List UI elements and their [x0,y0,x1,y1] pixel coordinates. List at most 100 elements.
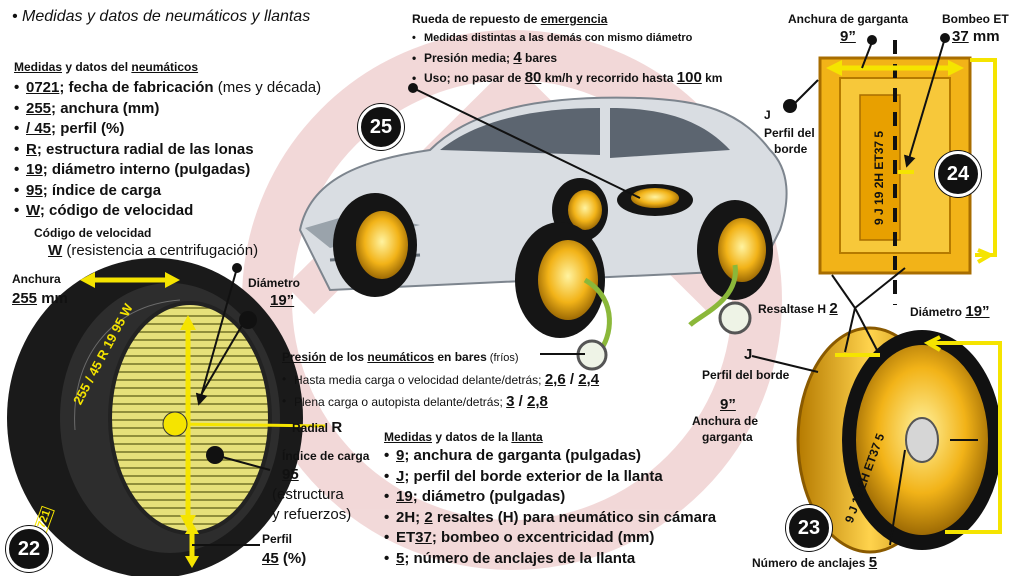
rim-data-text: ; número de anclajes de la llanta [404,549,636,567]
tire-data-item: 95; índice de carga [14,181,321,202]
rim-data-prefix: 2H; [396,508,425,526]
rim-hump-label: Resaltase H 2 [758,300,838,317]
tire-data-code: 255 [26,99,52,117]
rim-data-prefix: ET [396,529,416,546]
tire-data-text: ; anchura (mm) [51,99,160,117]
tire-profile-label: Perfil [262,532,293,546]
tire-data-item: R; estructura radial de las lonas [14,140,321,161]
rim-data-code: J [396,467,405,485]
rim-data-text: ; diámetro (pulgadas) [412,488,566,505]
spare-item-text: Medidas distintas a las demás con mismo … [424,32,693,44]
rim-bolts-label: Número de anclajes 5 [752,554,878,571]
tire-data-header: Medidas y datos del neumáticos [14,60,199,74]
spare-item-text: bares [521,51,558,65]
tire-data-note: (mes y década) [213,79,322,96]
page-title: • Medidas y datos de neumáticos y llanta… [12,8,311,25]
rim-side-j-label: J [744,346,753,363]
spare-item-text: km [701,71,723,85]
badge-25: 25 [358,104,404,150]
spare-item-value: 4 [513,49,522,66]
badge-23: 23 [786,505,832,551]
rim-data-item: 2H; 2 resaltes (H) para neumático sin cá… [384,508,716,529]
pressure-title: Presión de los neumáticos en bares (frío… [282,350,519,364]
tire-data-text: ; fecha de fabricación [59,79,214,96]
rim-top-j-desc-1: Perfil del [764,126,815,140]
tire-data-text: ; diámetro interno (pulgadas) [42,161,251,178]
spare-wheel [617,184,693,216]
rim-side-throat-label-2: garganta [702,430,753,444]
spare-item-text: Presión media; [424,51,514,65]
rim-top-j-label: J [764,108,771,122]
tire-load-desc-1: (estructura [272,486,344,503]
pressure-item: Hasta media carga o velocidad delante/de… [282,369,599,391]
car-wheel-front-left [333,193,417,297]
rim-data-code: 37 [415,529,432,546]
tire-data-item: 0721; fecha de fabricación (mes y década… [14,78,321,99]
tire-data-code: 95 [26,181,43,199]
tire-load-label: Índice de carga [282,449,370,463]
badge-24: 24 [935,151,981,197]
rim-data-code: 9 [396,447,405,464]
rim-data-text: resaltes (H) para neumático sin cámara [432,508,717,526]
spare-wheel-item: Medidas distintas a las demás con mismo … [412,28,722,48]
tire-data-code: W [26,202,40,219]
spare-item-value: 80 [524,69,542,86]
rim-side-throat-value: 9” [720,396,736,413]
rim-top-j-desc-2: borde [774,142,808,156]
rim-data-text: ; anchura de garganta (pulgadas) [404,447,642,464]
rim-data-code: 2 [424,508,433,526]
rim-throat-value: 9” [840,28,856,45]
rim-top-throat-arrow [826,60,964,76]
rim-data-code: 19 [396,488,413,505]
rim-data-item: J; perfil del borde exterior de la llant… [384,467,716,488]
spare-wheel-list: Medidas distintas a las demás con mismo … [412,28,722,88]
speed-code-label: Código de velocidad [34,226,152,240]
spare-item-text: Uso; no pasar de [424,71,525,85]
rim-side-view [796,326,1002,554]
pressure-gauge-2 [688,264,752,335]
rim-data-item: 19; diámetro (pulgadas) [384,487,716,508]
pressure-separator: / [514,393,528,410]
tire-data-code: R [26,140,37,158]
pressure-list: Hasta media carga o velocidad delante/de… [282,369,599,413]
tire-data-text: ; estructura radial de las lonas [36,140,254,158]
pressure-item-text: Hasta media carga o velocidad delante/de… [294,373,545,387]
rim-offset-label: Bombeo ET [942,12,1009,26]
tire-load-value: 95 [282,466,299,483]
badge-22: 22 [6,526,52,572]
tire-width-label: Anchura [12,272,61,286]
tire-diameter-value: 19” [270,292,295,309]
tire-data-item: / 45; perfil (%) [14,119,321,140]
tire-diameter-label: Diámetro [248,276,301,290]
tire-profile-value: 45 (%) [262,550,307,567]
tire-data-text: ; índice de carga [42,181,162,199]
pressure-item-text: Plena carga o autopista delante/detrás; [294,395,507,409]
tire-width-value: 255 mm [12,290,68,307]
pressure-item: Plena carga o autopista delante/detrás; … [282,391,599,413]
rim-data-header: Medidas y datos de la llanta [384,430,543,444]
tire-data-item: W; código de velocidad [14,201,321,222]
rim-data-item: 5; número de anclajes de la llanta [384,549,716,570]
spare-item-text: km/h y recorrido hasta [541,71,677,85]
rim-side-diameter-bracket [923,335,1002,534]
spare-wheel-item: Presión media; 4 bares [412,48,722,68]
car-wheel-front-right [515,222,605,338]
rim-diameter-label: Diámetro 19” [910,303,990,320]
car-wheel-rear-right [697,200,773,300]
rim-side-throat-label-1: Anchura de [692,414,759,428]
tire-load-desc-2: y refuerzos) [272,506,352,523]
rim-data-text: ; perfil del borde exterior de la llanta [404,467,663,485]
speed-code-desc: W (resistencia a centrifugación) [48,242,259,259]
tire-data-text: ; código de velocidad [39,202,194,219]
rim-data-list: 9; anchura de garganta (pulgadas)J; perf… [384,446,716,569]
pressure-separator: / [565,371,579,388]
tire-data-code: / 45 [26,120,52,137]
rim-top-code: 9 J 19 2H ET37 5 [872,130,886,225]
tire-data-list: 0721; fecha de fabricación (mes y década… [14,78,321,222]
pressure-rear-value: 2,8 [527,393,548,410]
tire-width-arrow [80,272,180,288]
tire-diameter-arrow [180,315,196,530]
rim-data-item: 9; anchura de garganta (pulgadas) [384,446,716,467]
tire-data-code: 0721 [26,79,60,96]
pressure-front-value: 2,6 [544,371,566,388]
